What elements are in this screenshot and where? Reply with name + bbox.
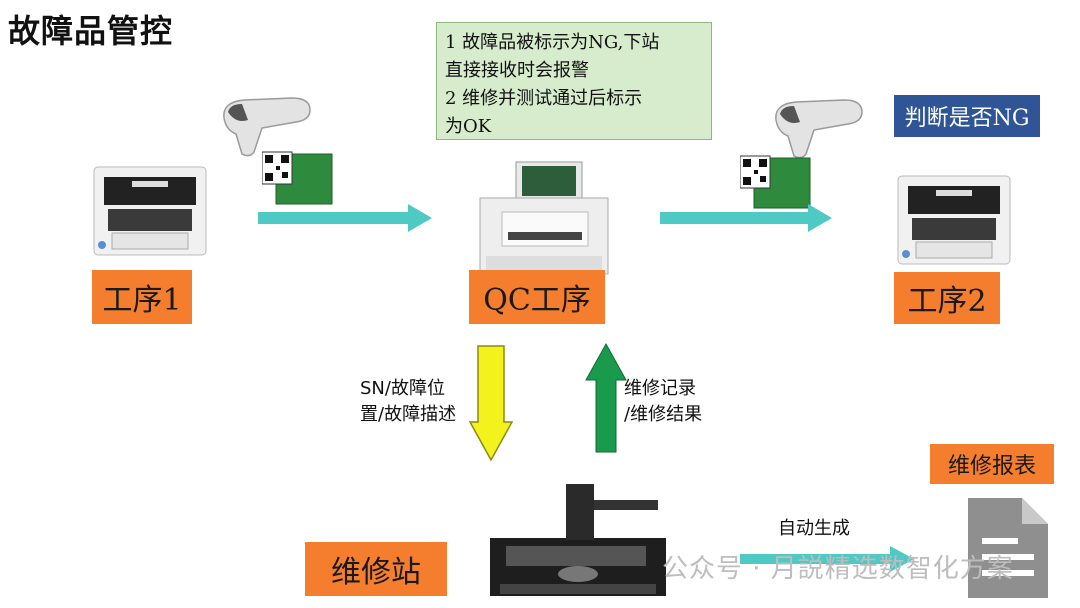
machine-process2-icon (897, 175, 1011, 265)
qc-process-label: QC工序 (469, 270, 605, 324)
process2-label: 工序2 (894, 272, 1000, 324)
auto-generate-label: 自动生成 (778, 518, 850, 539)
machine-process1-icon (93, 166, 207, 256)
up-flow-label: 维修记录 /维修结果 (624, 376, 702, 428)
document-icon (968, 498, 1048, 598)
arrow-process1-to-qc (258, 204, 432, 232)
down-flow-line-1: SN/故障位 (360, 378, 445, 399)
pcb-qr-icon-1 (262, 151, 333, 205)
repair-report-label: 维修报表 (930, 444, 1054, 484)
repair-station-label: 维修站 (305, 542, 447, 596)
note-line-1: 1 故障品被标示为NG,下站 (445, 32, 660, 53)
page-title: 故障品管控 (8, 12, 174, 50)
process1-label: 工序1 (92, 270, 192, 324)
note-line-3: 2 维修并测试通过后标示 (445, 88, 643, 109)
repair-station-machine-icon (490, 484, 666, 596)
arrow-repair-to-qc (585, 342, 627, 453)
watermark-text: 公众号 · 月説精选数智化方案 (662, 554, 1014, 584)
arrow-qc-to-repair (468, 345, 514, 462)
up-flow-line-1: 维修记录 (624, 378, 696, 399)
note-line-4: 为OK (445, 116, 492, 137)
judge-ng-box: 判断是否NG (894, 95, 1040, 137)
barcode-scanner-icon-2 (775, 99, 863, 159)
note-box: 1 故障品被标示为NG,下站 直接接收时会报警 2 维修并测试通过后标示 为OK (436, 22, 712, 140)
barcode-scanner-icon-1 (223, 97, 311, 157)
arrow-qc-to-process2 (660, 204, 832, 232)
arrow-repair-to-report (740, 546, 914, 572)
down-flow-label: SN/故障位 置/故障描述 (360, 376, 456, 428)
qc-machine-icon (479, 161, 609, 275)
note-line-2: 直接接收时会报警 (445, 60, 589, 81)
up-flow-line-2: /维修结果 (624, 404, 703, 425)
pcb-qr-icon-2 (740, 155, 811, 209)
down-flow-line-2: 置/故障描述 (360, 404, 457, 425)
